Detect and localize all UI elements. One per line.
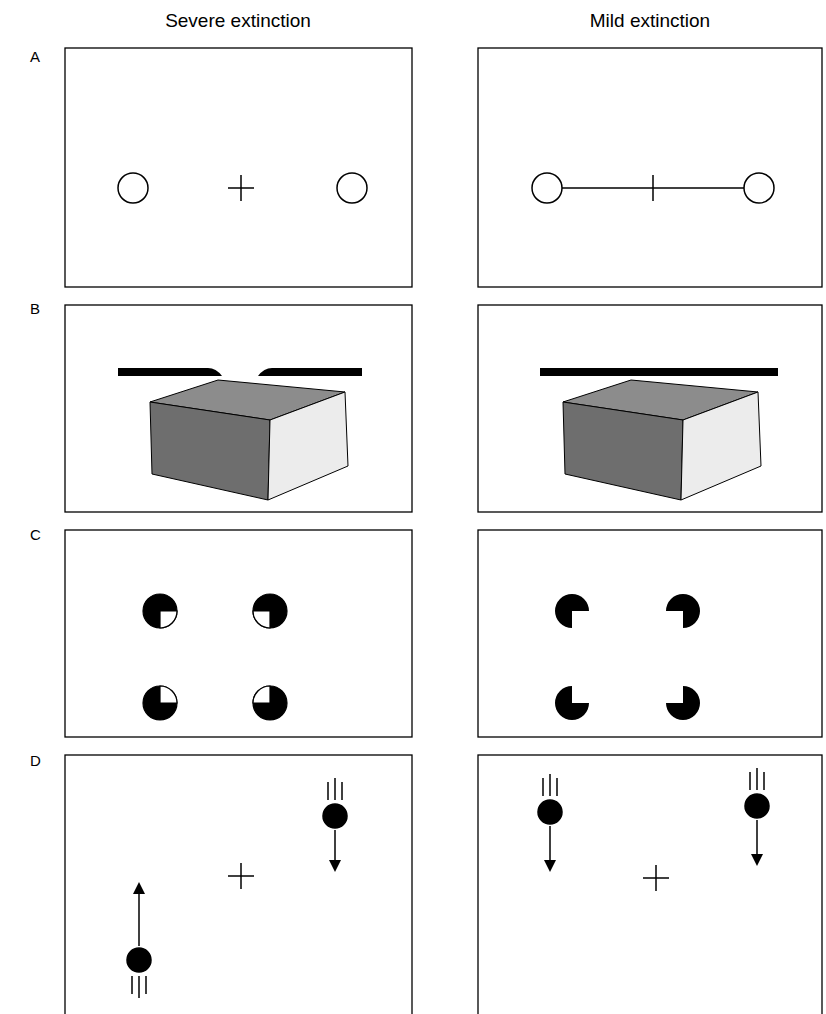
row-b-severe [118,368,362,500]
label-slot: Severe extinction [165,10,311,32]
row-c-mild [555,594,700,720]
panel-frames [65,48,822,1014]
panel-letter: B [30,300,40,317]
row-c-severe [143,594,287,720]
panel-letter: D [30,752,41,769]
label-slot: D [30,752,41,770]
row-d-mild [538,768,769,891]
label-slot: C [30,526,41,544]
panel-letter: A [30,48,40,65]
column-heading: Severe extinction [165,10,311,32]
row-b-mild [540,368,778,500]
label-slot: A [30,48,40,66]
panel-letter: C [30,526,41,543]
row-d-severe [127,778,347,998]
label-slot: Mild extinction [590,10,710,32]
label-slot: B [30,300,40,318]
column-heading: Mild extinction [590,10,710,32]
row-a-stimuli [118,173,774,203]
